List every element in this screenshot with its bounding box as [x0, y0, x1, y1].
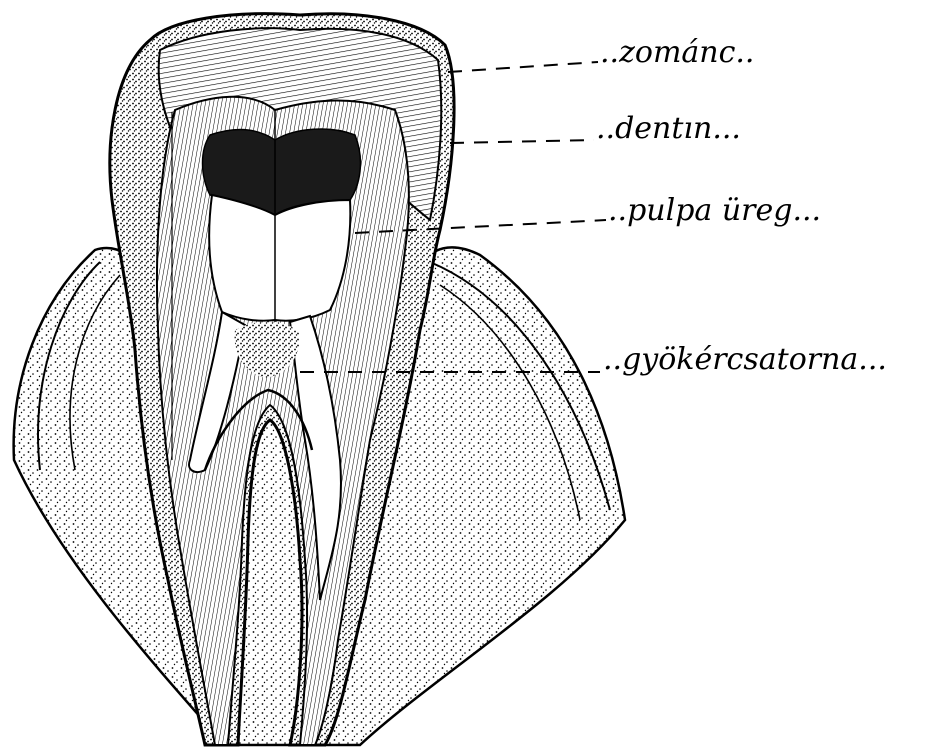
- label-root-canal: ..gyökércsatorna...: [603, 345, 887, 375]
- label-pulp-cavity: ..pulpa üreg...: [608, 196, 821, 226]
- label-dentin: ..dentın...: [596, 114, 741, 144]
- leader-enamel: [448, 62, 598, 72]
- leader-dentin: [450, 140, 594, 143]
- label-enamel: ..zománc..: [600, 38, 754, 68]
